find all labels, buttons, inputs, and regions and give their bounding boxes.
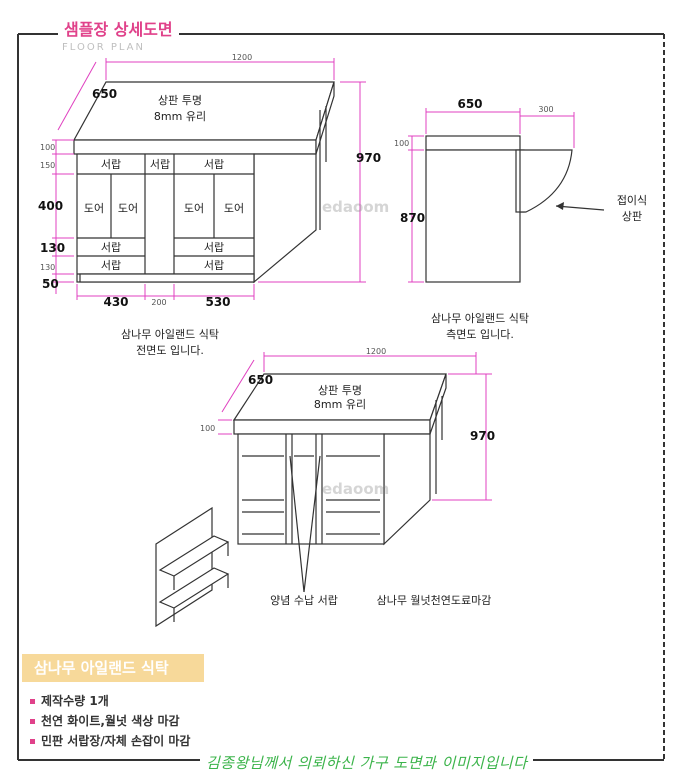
back-drawer-label: 양념 수납 서랍	[270, 594, 338, 607]
side-caption-2: 측면도 입니다.	[446, 328, 514, 341]
front-drawer-label: 서랍	[101, 158, 121, 171]
front-dim-130: 130	[40, 241, 65, 255]
side-dim-depth: 650	[457, 97, 482, 111]
side-dim-height: 870	[400, 211, 425, 225]
watermark-top: edaoom	[322, 198, 389, 216]
front-door-label: 도어	[118, 202, 138, 215]
front-view: 상판 투명 8mm 유리 서랍 서랍 서랍 도어 도어 도어 도어 서랍 서랍 …	[38, 53, 381, 357]
front-caption-1: 삼나무 아일랜드 식탁	[121, 327, 219, 341]
front-dim-430: 430	[103, 295, 128, 309]
bullet-icon	[30, 719, 35, 724]
front-door-label: 도어	[224, 202, 244, 215]
front-dim-height: 970	[356, 151, 381, 165]
front-dim-150: 150	[40, 161, 55, 170]
side-fold-label-1: 접이식	[617, 194, 647, 207]
side-fold-label-2: 상판	[622, 210, 642, 223]
back-dim-height: 970	[470, 429, 495, 443]
page-subtitle: FLOOR PLAN	[62, 42, 145, 53]
spec-item: 제작수량 1개	[30, 692, 109, 709]
front-dim-200: 200	[151, 298, 166, 307]
front-dim-130b: 130	[40, 263, 55, 272]
front-drawer-label: 서랍	[204, 259, 224, 272]
front-top-note-2: 8mm 유리	[154, 110, 206, 123]
watermark-text: edaoom	[322, 198, 389, 216]
back-top-note-1: 상판 투명	[318, 384, 362, 397]
back-dim-100: 100	[200, 424, 215, 433]
back-dim-width: 1200	[366, 347, 386, 356]
front-drawer-label: 서랍	[204, 241, 224, 254]
front-dim-width: 1200	[232, 53, 252, 62]
spice-drawer-drawing	[155, 506, 230, 628]
front-dim-400: 400	[38, 199, 63, 213]
front-door-label: 도어	[84, 202, 104, 215]
front-dim-50: 50	[42, 277, 59, 291]
back-dim-depth: 650	[248, 373, 273, 387]
front-dim-depth: 650	[92, 87, 117, 101]
page-title: 샘플장 상세도면	[58, 16, 179, 40]
watermark-text: edaoom	[322, 480, 389, 498]
product-badge: 삼나무 아일랜드 식탁	[22, 654, 204, 682]
side-dim-100: 100	[394, 139, 409, 148]
spec-item: 민판 서랍장/자체 손잡이 마감	[30, 732, 190, 749]
bullet-icon	[30, 699, 35, 704]
back-finish-label: 삼나무 월넛천연도료마감	[377, 593, 492, 607]
side-caption-1: 삼나무 아일랜드 식탁	[431, 311, 529, 325]
front-dim-100: 100	[40, 143, 55, 152]
side-view: 650 300 100 870 접이식 상판 삼나무 아일랜드 식탁 측면도 입…	[394, 97, 647, 341]
front-drawer-label: 서랍	[101, 241, 121, 254]
back-view: 상판 투명 8mm 유리 1200 650 970 100 양념 수납 서랍 삼…	[155, 347, 495, 628]
spec-item: 천연 화이트,월넛 색상 마감	[30, 712, 180, 729]
front-door-label: 도어	[184, 202, 204, 215]
front-caption-2: 전면도 입니다.	[136, 344, 204, 357]
side-dim-fold: 300	[538, 105, 553, 114]
front-drawer-label: 서랍	[150, 158, 170, 171]
watermark-bottom: edaoom	[322, 480, 389, 498]
footer-note: 김종왕님께서 의뢰하신 가구 도면과 이미지입니다	[200, 752, 534, 773]
back-top-note-2: 8mm 유리	[314, 398, 366, 411]
front-top-note-1: 상판 투명	[158, 94, 202, 107]
front-dim-530: 530	[205, 295, 230, 309]
bullet-icon	[30, 739, 35, 744]
front-drawer-label: 서랍	[101, 259, 121, 272]
front-drawer-label: 서랍	[204, 158, 224, 171]
